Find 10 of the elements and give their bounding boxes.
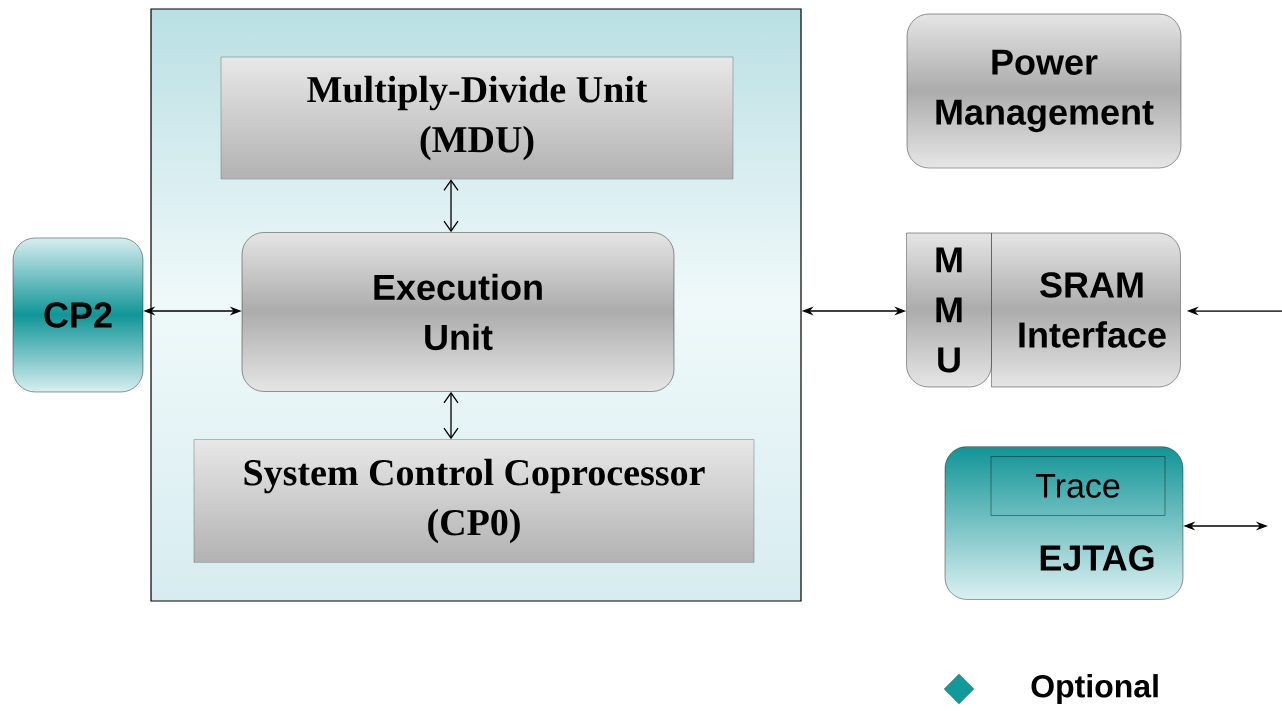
unit-box: System Control Coprocessor (CP0) — [193, 439, 755, 563]
arrow — [443, 179, 459, 233]
mmu-box: M M U — [906, 232, 992, 388]
block-box: Power Management — [906, 13, 1182, 169]
unit-box: Multiply-Divide Unit (MDU) — [220, 56, 734, 180]
coprocessor-box: CP2 — [12, 237, 144, 393]
arrow — [443, 391, 459, 440]
trace-box: Trace — [990, 456, 1166, 516]
legend-label: Optional — [1031, 674, 1158, 704]
unit-box: Execution Unit — [241, 232, 675, 392]
